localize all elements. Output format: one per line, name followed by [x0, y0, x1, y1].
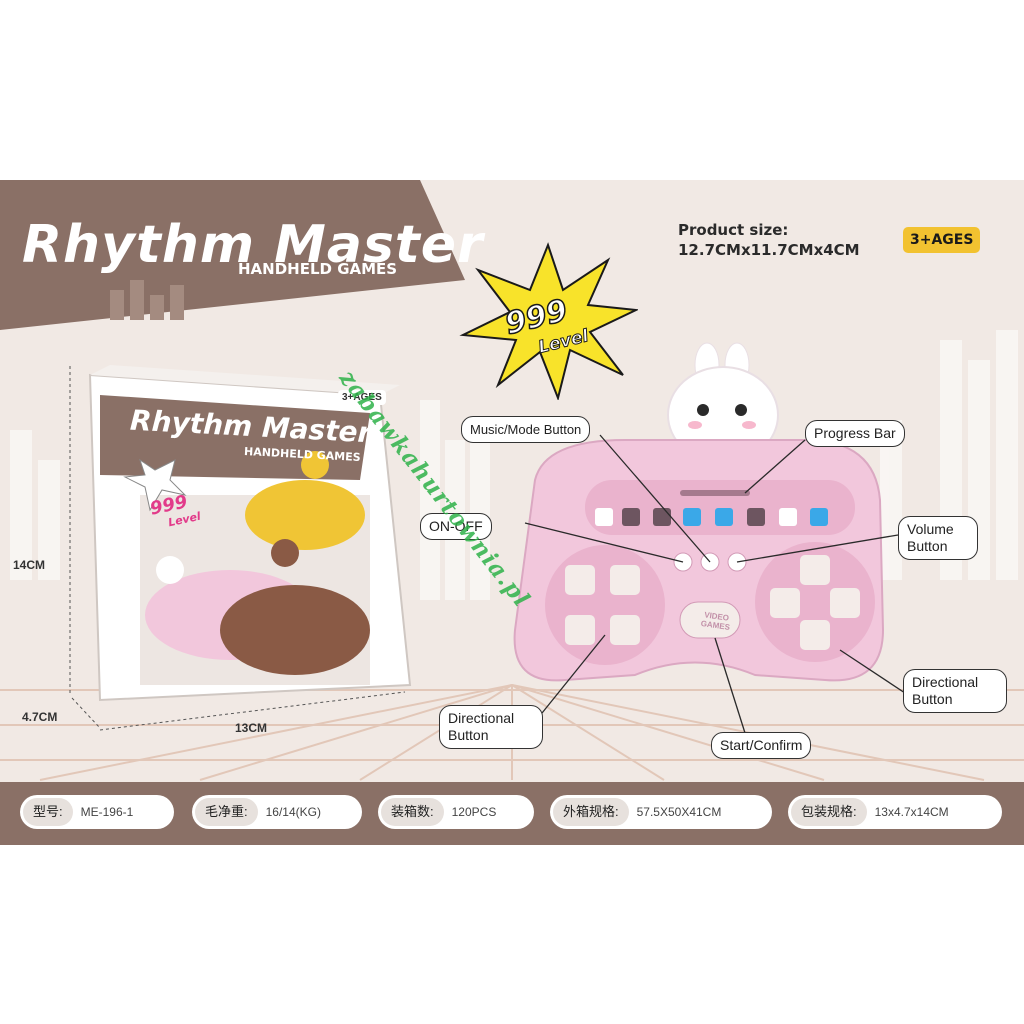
handheld-device [513, 342, 885, 682]
callout-progress-bar: Progress Bar [805, 420, 905, 447]
spec-package-size: 包装规格:13x4.7x14CM [788, 795, 1002, 829]
spec-carton-qty: 装箱数:120PCS [378, 795, 534, 829]
product-box [88, 365, 412, 702]
callout-music-mode: Music/Mode Button [461, 416, 591, 443]
dimension-height: 14CM [13, 558, 46, 572]
dimension-depth: 4.7CM [22, 710, 58, 724]
callout-lines [524, 434, 909, 734]
title-banner [0, 180, 465, 330]
callout-start-confirm: Start/Confirm [711, 732, 812, 759]
level-burst [459, 242, 638, 400]
callout-volume: Volume Button [898, 516, 978, 560]
page-title: Rhythm Master [22, 215, 484, 275]
product-size: Product size: 12.7CMx11.7CMx4CM [678, 221, 860, 259]
spec-weight: 毛净重:16/14(KG) [192, 795, 362, 829]
callout-directional-left: Directional Button [439, 705, 543, 749]
dimension-width: 13CM [235, 721, 268, 735]
product-poster: Rhythm Master HANDHELD GAMES Product siz… [0, 180, 1024, 845]
callout-on-off: ON-OFF [420, 513, 492, 540]
spec-model: 型号:ME-196-1 [20, 795, 174, 829]
callout-directional-right: Directional Button [903, 669, 1007, 713]
ages-badge: 3+AGES [903, 227, 981, 253]
page-subtitle: HANDHELD GAMES [238, 260, 398, 278]
spec-carton-size: 外箱规格:57.5X50X41CM [550, 795, 772, 829]
box-ages-badge: 3+AGES [338, 390, 386, 405]
dimension-lines [69, 366, 406, 731]
